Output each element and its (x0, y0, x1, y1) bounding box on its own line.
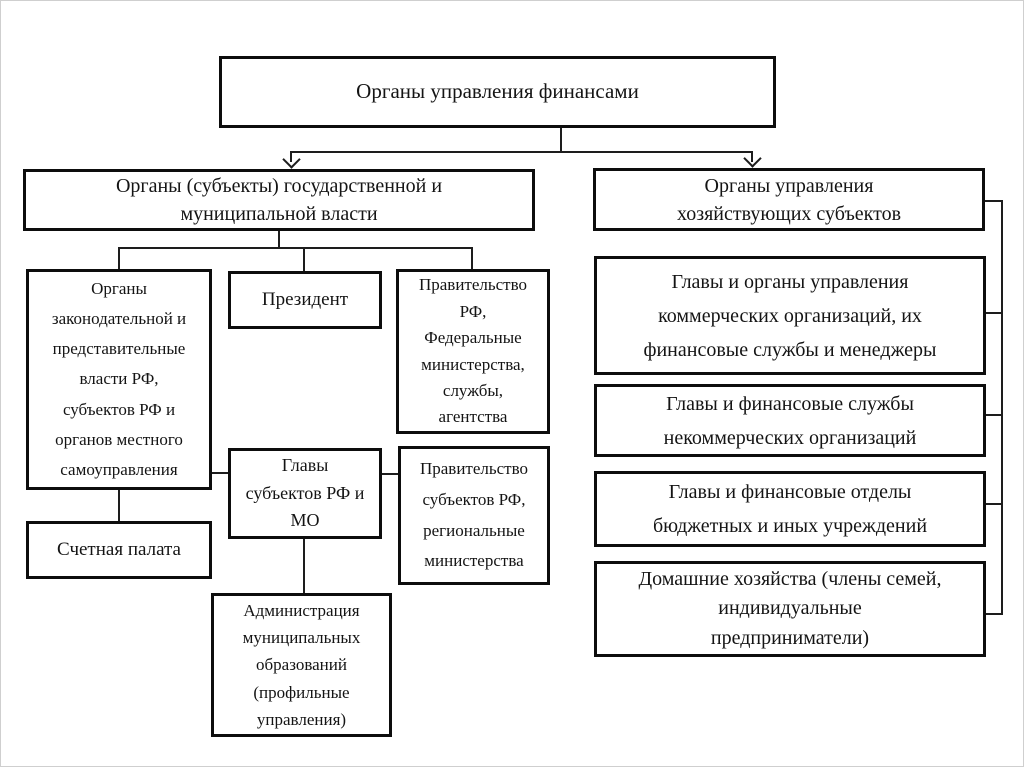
node-label: Администрация муниципальных образований … (242, 601, 361, 729)
connector-econ-spine (1001, 200, 1003, 615)
node-label: Правительство субъектов РФ, региональные… (419, 459, 529, 571)
connector-gov-split (118, 247, 473, 249)
connector-legislative-heads (210, 472, 229, 474)
node-heads-of-subjects: Главы субъектов РФ и МО (228, 448, 382, 539)
connector-heads-municipal (303, 537, 305, 594)
node-label: Органы (субъекты) государственной и муни… (115, 175, 443, 225)
connector-spine-households (985, 613, 1002, 615)
node-label: Главы субъектов РФ и МО (245, 454, 365, 531)
node-municipal-administration: Администрация муниципальных образований … (211, 593, 392, 737)
node-label: Домашние хозяйства (члены семей, индивид… (638, 567, 942, 649)
connector-spine-budget (985, 503, 1002, 505)
connector-econ-spine-stub (984, 200, 1003, 202)
node-legislative-bodies: Органы законодательной и представительны… (26, 269, 212, 490)
node-label: Главы и органы управления коммерческих о… (643, 270, 937, 361)
node-organs-finance-management: Органы управления финансами (219, 56, 776, 128)
connector-drop-president (303, 247, 305, 272)
node-label: Главы и финансовые отделы бюджетных и ин… (652, 481, 928, 537)
connector-legislative-accounts (118, 488, 120, 522)
node-government-of-subjects: Правительство субъектов РФ, региональные… (398, 446, 550, 585)
node-label: Органы управления хозяйствующих субъекто… (676, 174, 902, 225)
connector-drop-legislative (118, 247, 120, 270)
connector-drop-government-rf (471, 247, 473, 270)
connector-arrow-left-stem (290, 151, 292, 162)
node-label: Органы управления финансами (356, 79, 639, 104)
node-label: Главы и финансовые службы некоммерческих… (663, 392, 917, 449)
connector-spine-commercial (985, 312, 1002, 314)
node-state-municipal-authorities: Органы (субъекты) государственной и муни… (23, 169, 535, 231)
node-budget-institutions-departments: Главы и финансовые отделы бюджетных и ин… (594, 471, 986, 547)
node-president: Президент (228, 271, 382, 329)
connector-arrow-right-stem (751, 151, 753, 162)
node-label: Правительство РФ, Федеральные министерст… (418, 275, 528, 427)
connector-root-split (290, 151, 753, 153)
node-economic-entities-management: Органы управления хозяйствующих субъекто… (593, 168, 985, 231)
node-label: Счетная палата (57, 538, 181, 560)
node-commercial-orgs-management: Главы и органы управления коммерческих о… (594, 256, 986, 375)
connector-spine-noncommercial (985, 414, 1002, 416)
node-accounts-chamber: Счетная палата (26, 521, 212, 579)
connector-gov-stub (278, 231, 280, 249)
connector-heads-govsubjects (380, 473, 399, 475)
node-label: Органы законодательной и представительны… (51, 278, 187, 480)
node-government-rf: Правительство РФ, Федеральные министерст… (396, 269, 550, 434)
node-label: Президент (261, 288, 349, 310)
node-households: Домашние хозяйства (члены семей, индивид… (594, 561, 986, 657)
node-noncommercial-orgs-services: Главы и финансовые службы некоммерческих… (594, 384, 986, 457)
down-arrowhead-left-icon (282, 150, 301, 169)
connector-root-stub (560, 128, 562, 152)
